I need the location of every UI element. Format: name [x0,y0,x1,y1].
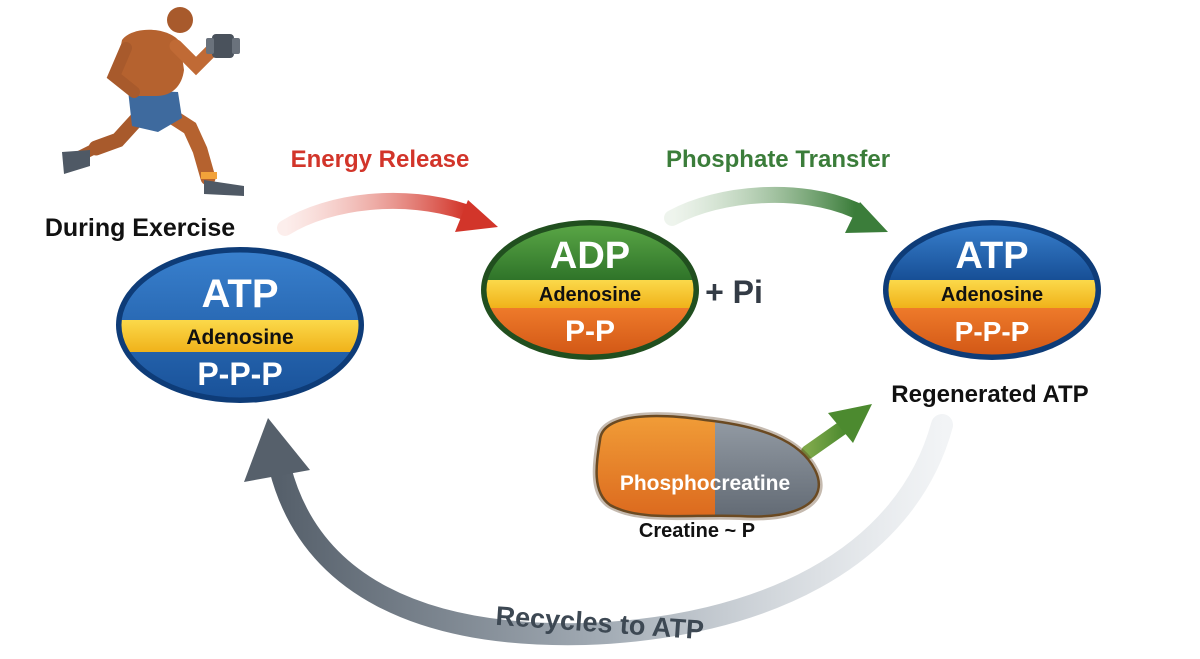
atp-left-title: ATP [201,272,278,316]
creatine-phosphate-formula: Creatine ~ P [639,520,755,542]
adp-base: Adenosine [539,284,641,306]
atp-left-phosphates: P-P-P [197,356,282,392]
phosphate-transfer-label: Phosphate Transfer [666,146,890,173]
adp-molecule: ADP Adenosine P-P [481,220,699,360]
plus-pi-label: + Pi [705,274,763,310]
adp-phosphates: P-P [565,315,615,348]
phosphate-transfer-arrow [664,186,888,233]
atp-right-phosphates: P-P-P [955,316,1030,347]
atp-molecule-regenerated: ATP Adenosine P-P-P [883,220,1101,360]
energy-release-arrow [277,192,498,236]
runner-illustration [62,7,244,196]
energy-release-label: Energy Release [291,146,470,173]
adp-title: ADP [550,235,630,277]
atp-molecule-initial: ATP Adenosine P-P-P [116,247,364,403]
phosphocreatine-name: Phosphocreatine [620,472,790,495]
atp-left-base: Adenosine [186,326,293,349]
pcr-to-atp-arrow [801,404,872,459]
recycle-arrow [244,414,953,646]
atp-right-title: ATP [955,235,1028,277]
regenerated-atp-label: Regenerated ATP [891,381,1088,408]
phosphocreatine-molecule: Phosphocreatine [592,412,823,521]
atp-right-base: Adenosine [941,284,1043,306]
during-exercise-caption: During Exercise [45,214,235,242]
